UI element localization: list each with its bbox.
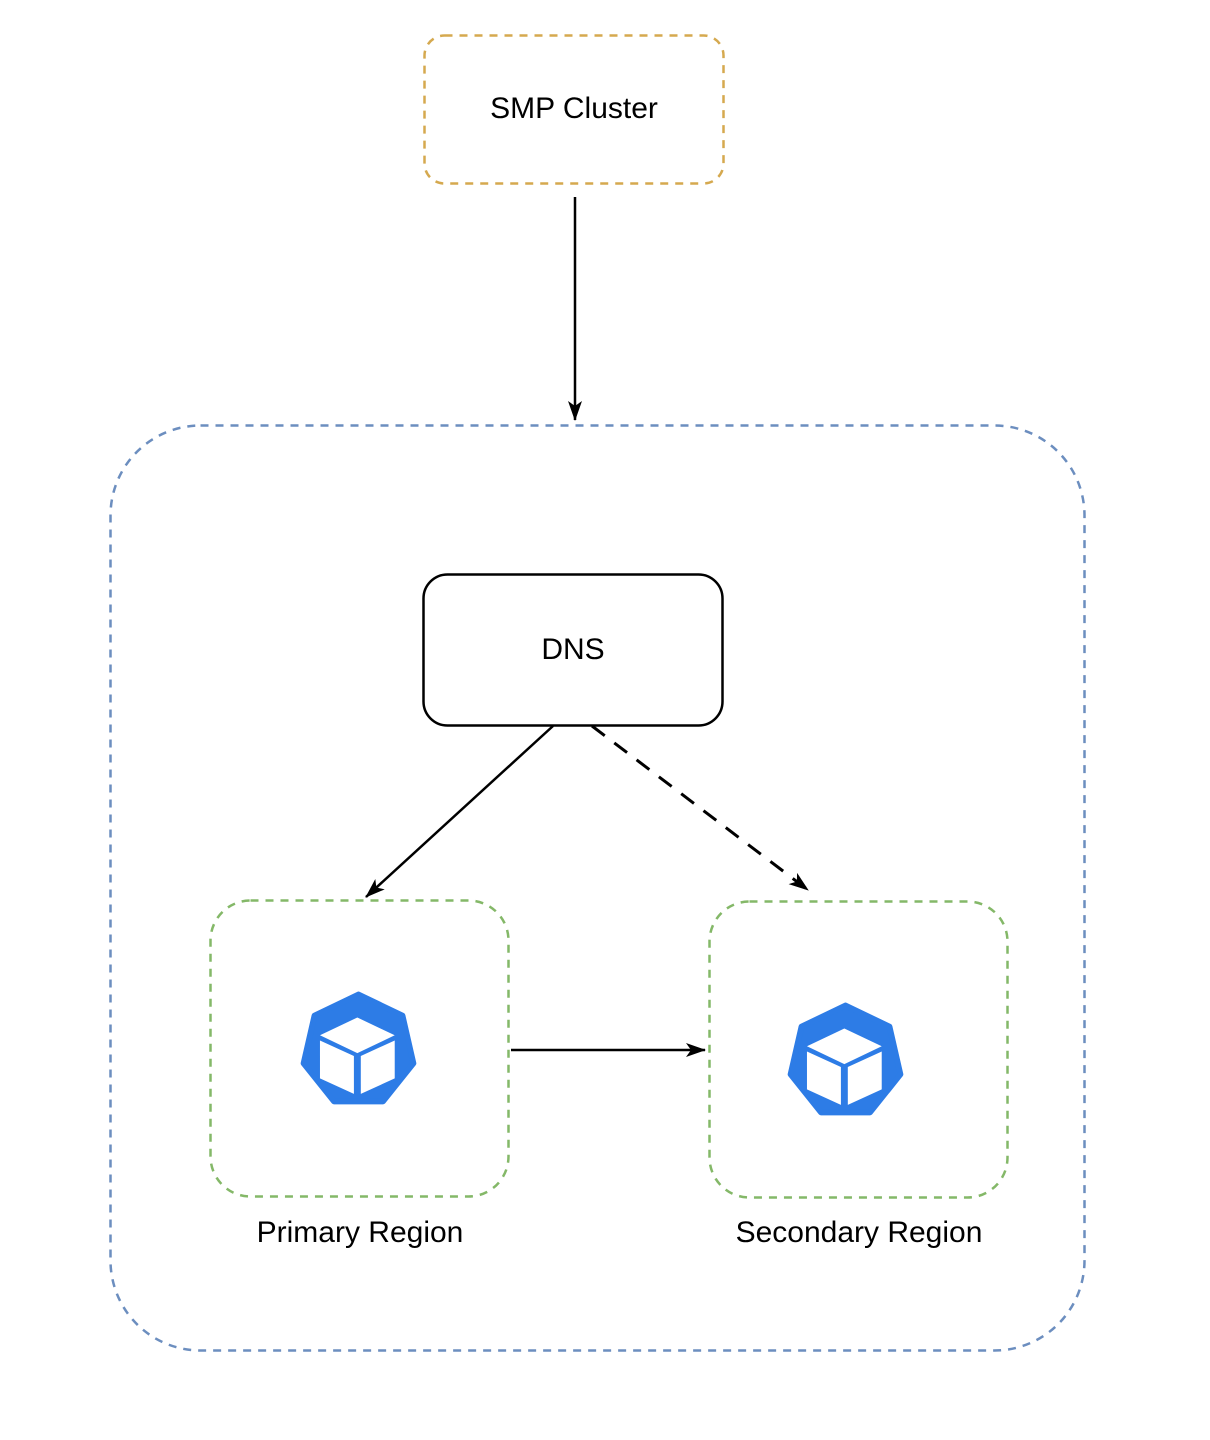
dns-box xyxy=(422,573,724,727)
arrow-dns-to-primary xyxy=(365,725,554,898)
smp-cluster-box xyxy=(423,34,725,185)
region-container-box xyxy=(109,424,1086,1352)
arrow-dns-to-secondary xyxy=(591,724,809,892)
secondary-heptagon-cube-icon xyxy=(791,1005,901,1112)
primary-heptagon-cube-icon xyxy=(304,994,414,1101)
